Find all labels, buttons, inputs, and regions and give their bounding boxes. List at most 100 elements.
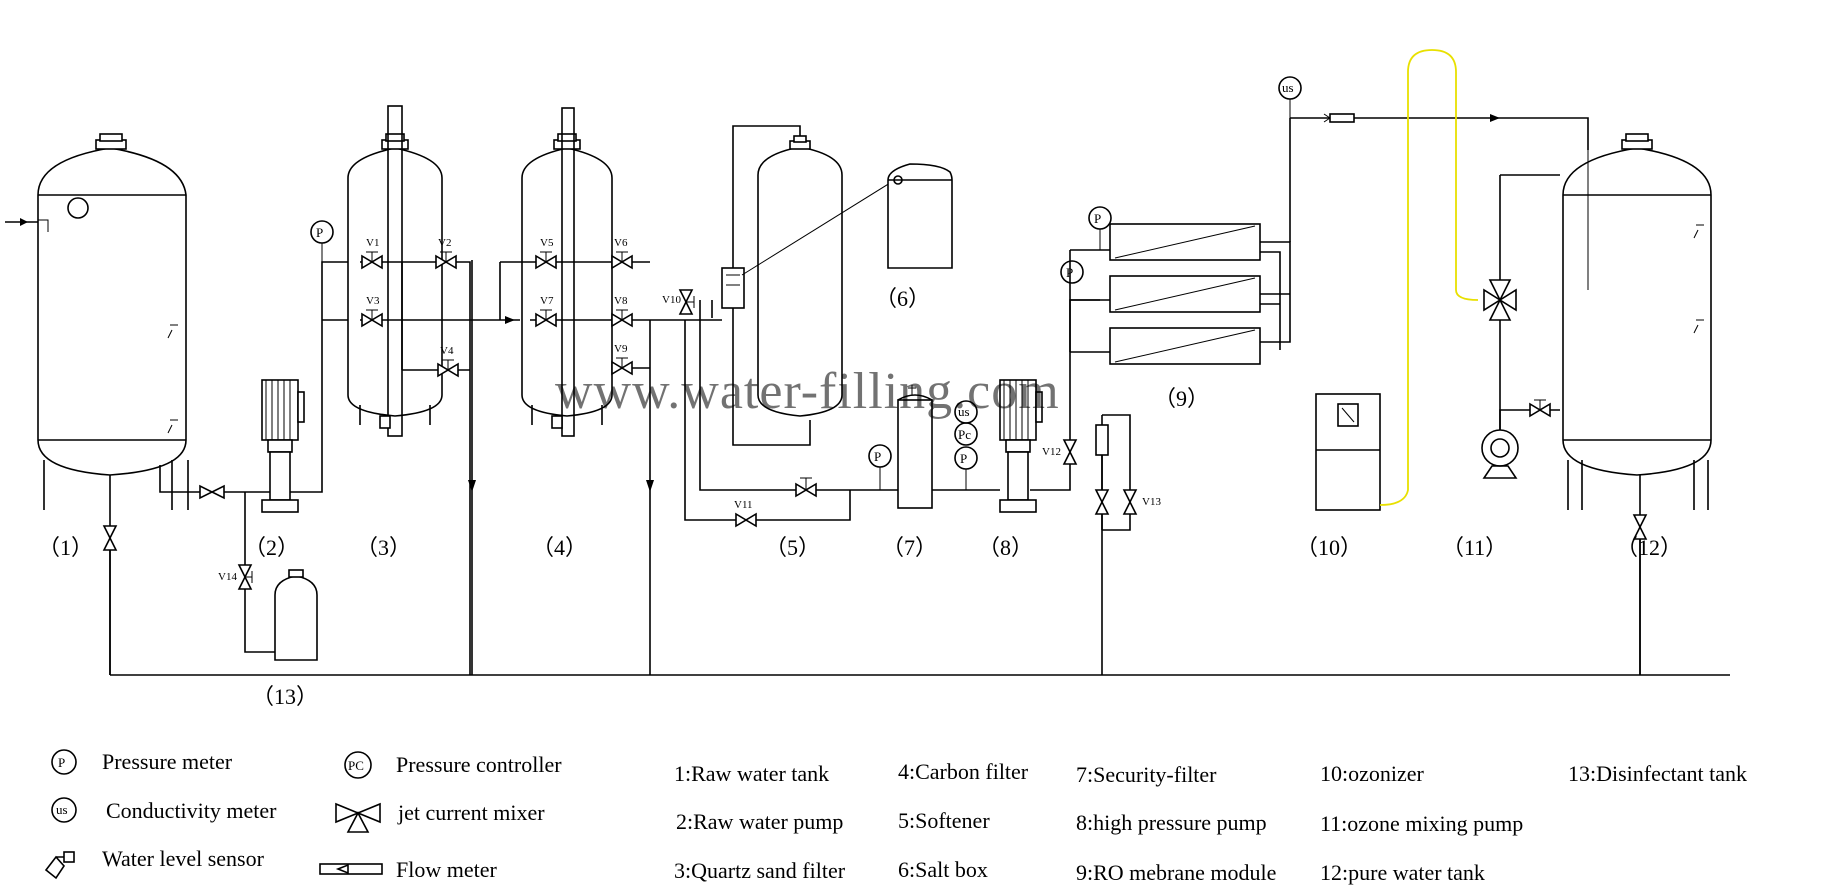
label-6: （6） — [875, 286, 930, 311]
svg-text:V13: V13 — [1142, 496, 1161, 508]
quartz-sand-filter — [347, 105, 443, 437]
pressure-meter-8: P — [954, 446, 978, 490]
label-9: （9） — [1154, 386, 1209, 411]
legend-pressure-meter: P Pressure meter — [51, 749, 233, 775]
pure-water-tank — [1562, 133, 1712, 510]
valve-v7: V7 — [535, 295, 557, 328]
label-2: （2） — [244, 535, 299, 560]
valve-v12: V12 — [1042, 439, 1078, 465]
svg-text:V8: V8 — [614, 295, 628, 307]
svg-text:12:pure water tank: 12:pure water tank — [1320, 860, 1485, 885]
label-7: （7） — [882, 535, 937, 560]
svg-text:P: P — [874, 449, 881, 464]
valve-v9: V9 — [611, 343, 633, 376]
svg-text:Conductivity meter: Conductivity meter — [106, 798, 277, 823]
valve-v4: V4 — [437, 345, 459, 378]
high-pressure-pump — [999, 379, 1043, 513]
svg-text:Flow meter: Flow meter — [396, 857, 497, 882]
svg-text:V14: V14 — [218, 571, 237, 583]
svg-text:us: us — [1282, 80, 1294, 95]
svg-text:3:Quartz sand filter: 3:Quartz sand filter — [674, 858, 846, 883]
svg-text:Pc: Pc — [958, 427, 971, 442]
svg-text:V2: V2 — [438, 237, 451, 249]
carbon-filter — [521, 107, 613, 437]
raw-water-pump — [261, 261, 360, 513]
svg-text:5:Softener: 5:Softener — [898, 808, 990, 833]
svg-text:us: us — [958, 404, 970, 419]
valve-v14: V14 — [218, 564, 253, 590]
ozone-gas-line — [1379, 49, 1479, 506]
pressure-meter-2: P — [310, 220, 334, 262]
pressure-meter-9a: P — [1060, 260, 1084, 284]
svg-text:V6: V6 — [614, 237, 628, 249]
security-filter — [897, 385, 933, 509]
legend-jet-current-mixer: jet current mixer — [335, 800, 545, 833]
label-5: （5） — [765, 535, 820, 560]
svg-text:V4: V4 — [440, 345, 454, 357]
valve-v13: V13 — [1122, 489, 1161, 515]
product-line — [1290, 113, 1589, 150]
svg-text:V1: V1 — [366, 237, 379, 249]
label-1: （1） — [38, 535, 93, 560]
valve-v6: V6 — [611, 237, 633, 270]
legend-conductivity-meter: us Conductivity meter — [51, 797, 277, 823]
legend-flow-meter: Flow meter — [319, 857, 497, 882]
legend-pressure-controller: PC Pressure controller — [344, 751, 562, 779]
label-3: （3） — [356, 535, 411, 560]
softener — [684, 125, 899, 521]
valve-v5: V5 — [535, 237, 557, 270]
svg-text:13:Disinfectant tank: 13:Disinfectant tank — [1568, 761, 1747, 786]
svg-text:P: P — [1094, 211, 1101, 226]
pressure-meter-7: P — [868, 444, 892, 490]
svg-text:V11: V11 — [734, 499, 753, 511]
svg-text:V5: V5 — [540, 237, 554, 249]
raw-water-tank — [5, 133, 189, 510]
valve-v1: V1 — [361, 237, 383, 270]
valve-v8: V8 — [611, 295, 633, 328]
label-13: （13） — [252, 684, 318, 709]
svg-text:V12: V12 — [1042, 446, 1061, 458]
svg-text:4:Carbon filter: 4:Carbon filter — [898, 759, 1029, 784]
valve-v11: V11 — [734, 499, 757, 528]
svg-text:11:ozone mixing pump: 11:ozone mixing pump — [1320, 811, 1523, 836]
tank1-drain-valve — [102, 525, 118, 551]
watermark: www.water-filling.com — [555, 363, 1060, 420]
valve-softener-bypass — [795, 477, 817, 498]
label-8: （8） — [978, 535, 1033, 560]
ozone-mixing-pump — [1481, 174, 1560, 479]
legend: P Pressure meter us Conductivity meter W… — [44, 749, 562, 882]
svg-text:us: us — [56, 802, 68, 817]
svg-text:V3: V3 — [366, 295, 380, 307]
svg-text:Pressure meter: Pressure meter — [102, 749, 233, 774]
ozonizer — [1315, 393, 1381, 511]
svg-text:V7: V7 — [540, 295, 554, 307]
svg-text:Water level sensor: Water level sensor — [102, 846, 265, 871]
salt-box — [887, 163, 953, 269]
svg-text:6:Salt box: 6:Salt box — [898, 857, 988, 882]
svg-text:10:ozonizer: 10:ozonizer — [1320, 761, 1425, 786]
valve-v2: V2 — [435, 237, 457, 270]
svg-text:V10: V10 — [662, 294, 681, 306]
valve-v3: V3 — [361, 295, 383, 328]
svg-text:Pressure controller: Pressure controller — [396, 752, 562, 777]
conductivity-meter-9: us — [1278, 76, 1302, 118]
svg-text:P: P — [960, 451, 967, 466]
label-10: （10） — [1296, 535, 1362, 560]
svg-text:9:RO mebrane module: 9:RO mebrane module — [1076, 860, 1276, 885]
valve-v10: V10 — [662, 289, 695, 315]
svg-text:jet current mixer: jet current mixer — [397, 800, 545, 825]
label-4: （4） — [532, 535, 587, 560]
equipment-key: 1:Raw water tank 2:Raw water pump 3:Quar… — [674, 759, 1747, 885]
svg-text:2:Raw water pump: 2:Raw water pump — [676, 809, 843, 834]
svg-text:PC: PC — [348, 758, 364, 773]
svg-text:P: P — [58, 755, 65, 770]
svg-text:P: P — [316, 225, 323, 240]
pressure-controller-8: Pc — [954, 422, 978, 446]
label-12: （12） — [1616, 535, 1682, 560]
disinfectant-tank — [274, 569, 318, 661]
svg-text:7:Security-filter: 7:Security-filter — [1076, 762, 1217, 787]
label-11: （11） — [1442, 535, 1507, 560]
svg-text:1:Raw water tank: 1:Raw water tank — [674, 761, 829, 786]
ro-membrane-module — [1069, 118, 1291, 365]
